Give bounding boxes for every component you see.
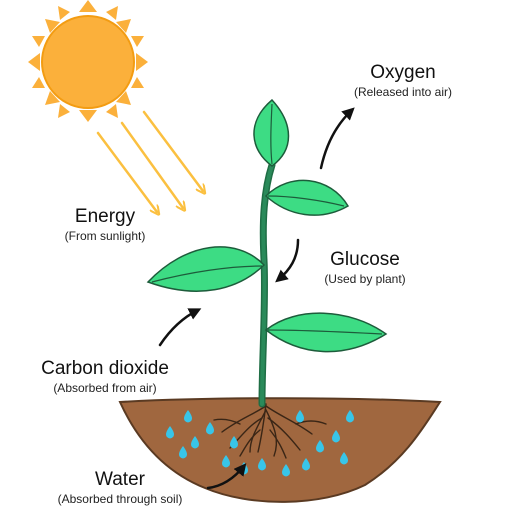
oxygen-name: Oxygen <box>370 62 436 83</box>
plant-stem <box>258 161 276 408</box>
plant-roots <box>213 403 327 459</box>
energy-label: Energy (From sunlight) <box>30 206 180 244</box>
plant-icon <box>146 98 388 353</box>
glucose-name: Glucose <box>330 249 400 270</box>
carbon-dioxide-label: Carbon dioxide (Absorbed from air) <box>10 358 200 396</box>
water-detail: (Absorbed through soil) <box>57 491 183 506</box>
water-label: Water (Absorbed through soil) <box>20 469 220 507</box>
water-arrow <box>206 463 247 490</box>
glucose-arrow <box>275 238 300 283</box>
oxygen-arrow <box>319 107 355 170</box>
glucose-detail: (Used by plant) <box>324 271 406 286</box>
arrow-icon <box>158 107 355 490</box>
oxygen-detail: (Released into air) <box>353 84 453 99</box>
sun-icon <box>28 0 148 122</box>
carbon-dioxide-arrow <box>158 308 202 347</box>
energy-name: Energy <box>74 206 136 227</box>
carbon-dioxide-name: Carbon dioxide <box>41 358 169 379</box>
energy-detail: (From sunlight) <box>64 228 146 243</box>
carbon-dioxide-detail: (Absorbed from air) <box>53 380 157 395</box>
soil-icon <box>118 397 442 503</box>
glucose-label: Glucose (Used by plant) <box>290 249 440 287</box>
sunlight-beams <box>96 110 203 212</box>
water-drop-icon <box>166 410 354 477</box>
water-name: Water <box>95 469 145 490</box>
oxygen-label: Oxygen (Released into air) <box>328 62 478 100</box>
